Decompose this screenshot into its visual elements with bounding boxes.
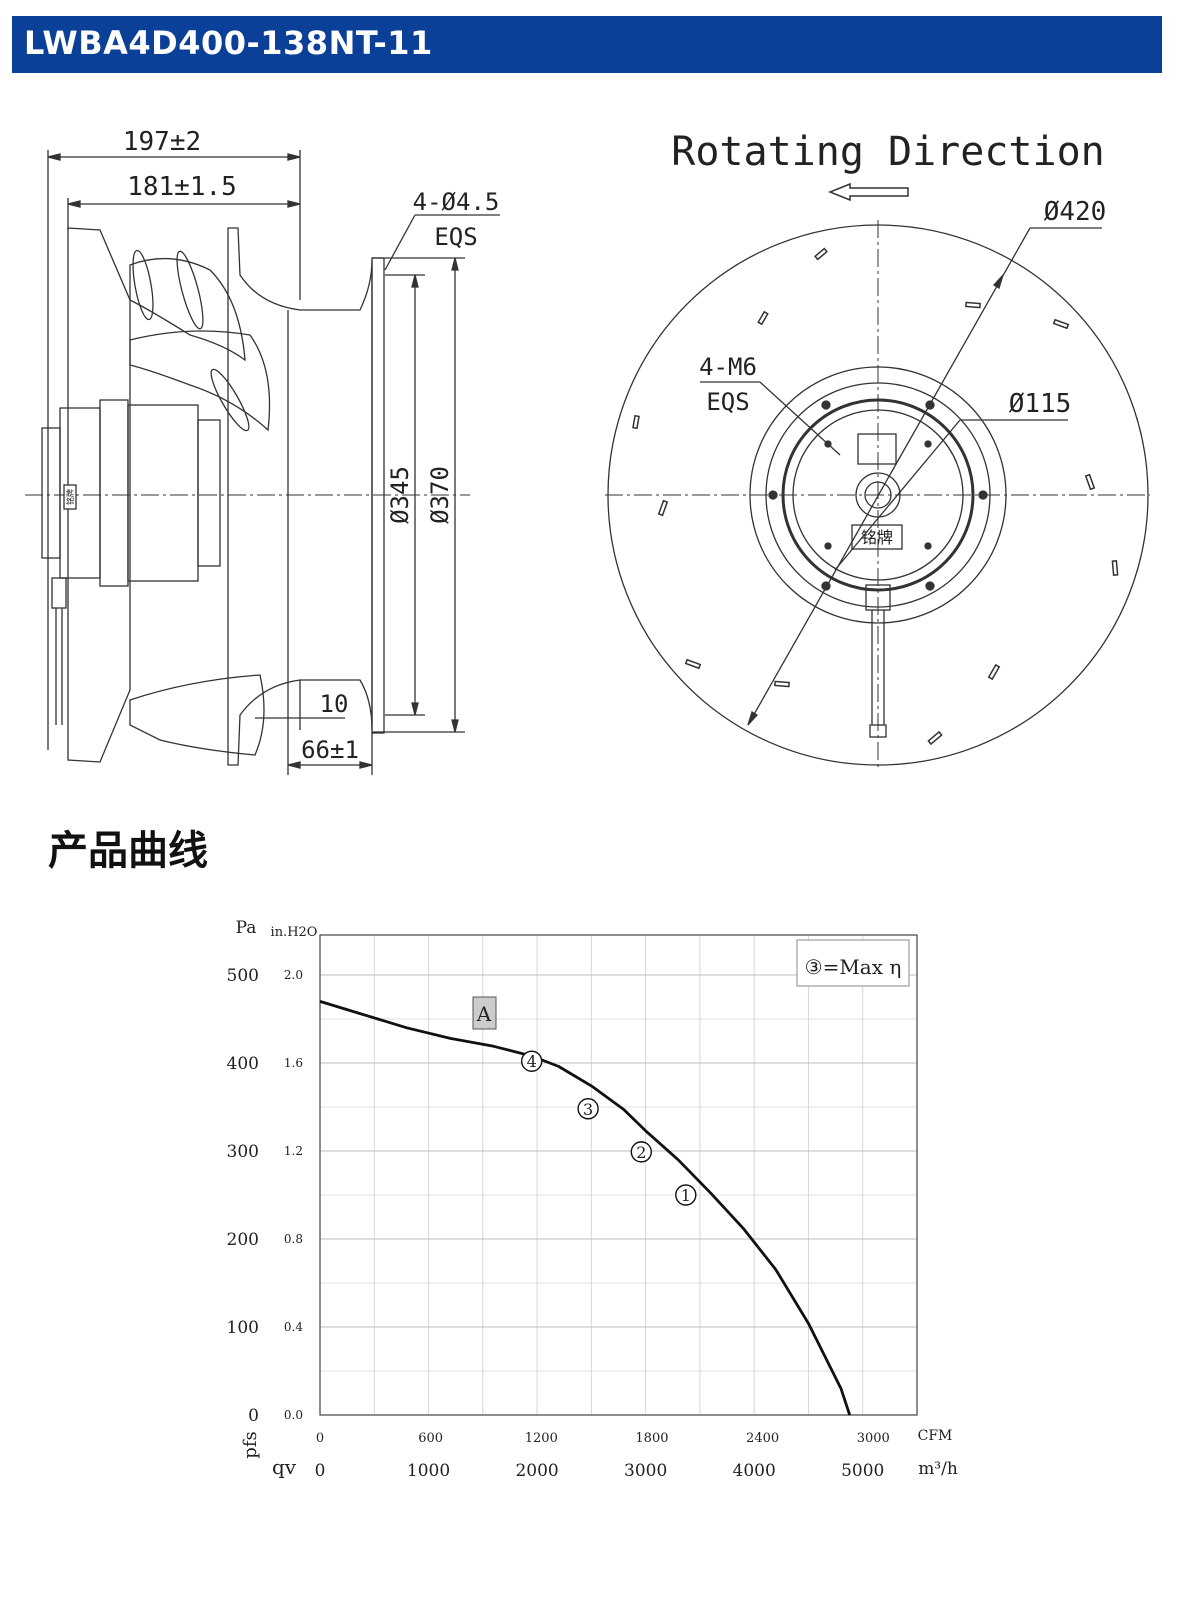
- operating-point-label: 3: [583, 1100, 593, 1119]
- x-unit-cfm: CFM: [918, 1428, 953, 1444]
- dim-outer-diameter: Ø370: [426, 466, 454, 524]
- x-label-qv: qv: [272, 1455, 297, 1479]
- side-view-labels: 197±2 181±1.5 4-Ø4.5 EQS Ø345 Ø370 10 66…: [65, 127, 499, 764]
- y-tick-pa: 0: [248, 1406, 259, 1426]
- x-tick-m3h: 1000: [407, 1461, 450, 1481]
- dimension-drawing: 197±2 181±1.5 4-Ø4.5 EQS Ø345 Ø370 10 66…: [25, 127, 1150, 775]
- y-tick-inh2o: 0.4: [284, 1320, 303, 1334]
- dim-inlet-depth: 66±1: [301, 736, 359, 764]
- x-tick-m3h: 2000: [515, 1461, 558, 1481]
- dim-inner-diameter: Ø345: [386, 466, 414, 524]
- series-line: [319, 1000, 852, 1416]
- x-tick-m3h: 4000: [733, 1461, 776, 1481]
- chart-grid: [320, 935, 917, 1415]
- dim-thread-eqs: EQS: [706, 388, 749, 416]
- dim-holes: 4-Ø4.5: [413, 188, 500, 216]
- side-view: [25, 150, 500, 775]
- y-tick-pa: 300: [227, 1142, 259, 1162]
- y-label-pfs: pfs: [240, 1431, 261, 1458]
- dim-impeller-diameter: Ø420: [1044, 197, 1107, 227]
- x-unit-m3h: m³/h: [918, 1459, 958, 1479]
- x-tick-cfm: 2400: [746, 1431, 779, 1446]
- x-tick-m3h: 3000: [624, 1461, 667, 1481]
- front-view: [605, 182, 1150, 770]
- legend-text: ③=Max η: [805, 955, 902, 979]
- operating-points: 4 3 2 1: [520, 1050, 697, 1206]
- operating-point-label: 4: [527, 1052, 537, 1071]
- x-tick-labels: 0 1000 2000 3000 4000 5000 0 600 1200 1800 2400 300…: [315, 1431, 890, 1481]
- dim-body-width: 181±1.5: [127, 172, 237, 202]
- model-title: LWBA4D400-138NT-11: [24, 24, 433, 62]
- x-tick-cfm: 600: [418, 1431, 443, 1446]
- header-bar: LWBA4D400-138NT-11: [12, 16, 1162, 73]
- performance-chart: 0 100 200 300 400 500 0.0 0.4 0.8 1.2 1.6 2.0 0 1000…: [227, 918, 958, 1481]
- dim-thread-holes: 4-M6: [699, 353, 757, 381]
- y-tick-inh2o: 2.0: [284, 968, 303, 982]
- operating-point-marker: [520, 1050, 543, 1072]
- side-nameplate-label: 铭牌: [65, 489, 75, 505]
- plot-frame: [319, 934, 918, 1416]
- x-tick-cfm: 0: [316, 1431, 324, 1446]
- front-view-labels: Rotating Direction Ø420 4-M6 EQS Ø115 铭牌: [671, 129, 1106, 547]
- y-tick-pa: 100: [227, 1318, 259, 1338]
- dim-holes-eqs: EQS: [434, 223, 477, 251]
- x-tick-cfm: 1200: [525, 1431, 558, 1446]
- operating-point-marker: [630, 1141, 652, 1163]
- y-tick-inh2o: 0.0: [284, 1408, 303, 1422]
- y-tick-inh2o: 0.8: [284, 1232, 303, 1246]
- y-tick-inh2o: 1.2: [284, 1144, 303, 1158]
- operating-point-label: 1: [681, 1186, 691, 1205]
- dim-overall-width: 197±2: [123, 127, 201, 157]
- operating-point-marker: [675, 1184, 697, 1206]
- y-tick-pa: 500: [227, 966, 259, 986]
- curve-label: A: [476, 1002, 492, 1026]
- y-tick-pa: 200: [227, 1230, 259, 1250]
- product-curve-title: 产品曲线: [48, 828, 208, 874]
- y-tick-labels: 0 100 200 300 400 500 0.0 0.4 0.8 1.2 1.6 2.0: [227, 966, 304, 1426]
- operating-point-label: 2: [636, 1143, 646, 1162]
- rotating-direction-label: Rotating Direction: [671, 129, 1104, 175]
- dim-hub-diameter: Ø115: [1009, 389, 1072, 419]
- curve-label-box: [472, 996, 497, 1030]
- y-label-inh2o: in.H2O: [271, 925, 318, 940]
- x-tick-m3h: 0: [315, 1461, 326, 1481]
- y-tick-pa: 400: [227, 1054, 259, 1074]
- dim-flange-thickness: 10: [320, 690, 349, 718]
- operating-point-marker: [577, 1098, 599, 1120]
- y-tick-inh2o: 1.6: [284, 1056, 303, 1070]
- front-nameplate-label: 铭牌: [861, 528, 893, 547]
- x-tick-cfm: 1800: [635, 1431, 668, 1446]
- x-tick-cfm: 3000: [857, 1431, 890, 1446]
- series-layer: [319, 1000, 852, 1416]
- legend-box: [796, 939, 910, 987]
- x-tick-m3h: 5000: [841, 1461, 884, 1481]
- y-label-pa: Pa: [236, 918, 257, 938]
